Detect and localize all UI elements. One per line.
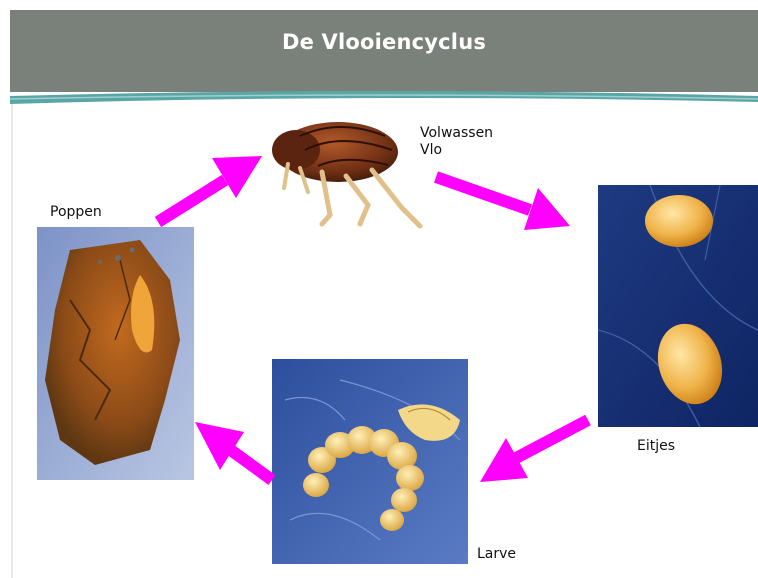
egg-top — [645, 195, 713, 247]
title-swoosh — [10, 91, 758, 104]
label-adult-flea: Volwassen Vlo — [420, 125, 493, 159]
pupae-image — [37, 227, 194, 480]
arrow-larva-to-pupae — [195, 422, 272, 480]
label-adult-line1: Volwassen — [420, 125, 493, 142]
adult-flea-image — [272, 122, 420, 226]
label-eggs: Eitjes — [637, 438, 675, 455]
arrow-pupae-to-adult — [158, 156, 262, 222]
arrow-adult-to-eggs — [436, 177, 570, 230]
eggs-image — [598, 185, 758, 427]
label-adult-line2: Vlo — [420, 142, 493, 159]
label-pupae: Poppen — [50, 204, 102, 221]
arrow-eggs-to-larva — [480, 420, 588, 482]
label-larva: Larve — [477, 546, 516, 563]
larva-image — [272, 359, 468, 564]
